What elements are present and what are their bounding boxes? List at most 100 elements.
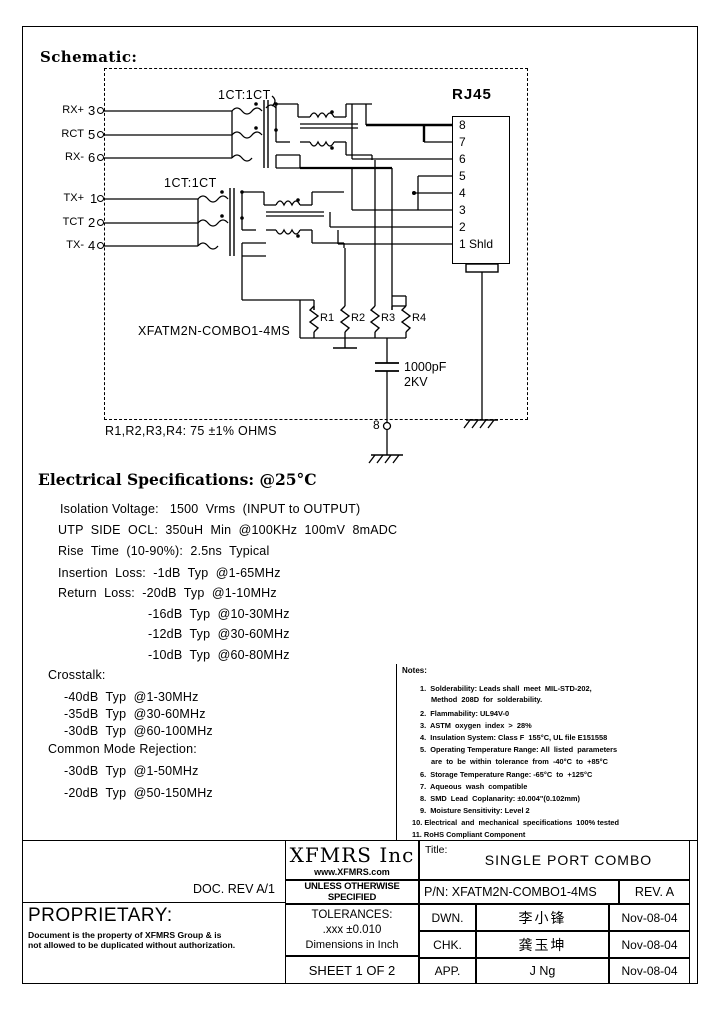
note-item-11: 11. RoHS Compliant Component	[412, 830, 526, 839]
pin-num-rct: 5	[88, 127, 96, 142]
chk-date-cell: Nov-08-04	[609, 931, 690, 958]
chk-date-value: Nov-08-04	[621, 937, 678, 952]
notes-title: Notes:	[402, 666, 427, 675]
note-item-2: 2. Flammability: UL94V-0	[420, 709, 510, 718]
spec-line-isolation: Isolation Voltage: 1500 Vrms (INPUT to O…	[60, 502, 361, 516]
spec-line-risetime: Rise Time (10-90%): 2.5ns Typical	[58, 544, 270, 558]
dwn-role-label: DWN.	[431, 910, 464, 925]
note-item-3: 3. ASTM oxygen index > 28%	[420, 721, 532, 730]
rj45-pin-1-shield: 1 Shld	[459, 237, 494, 251]
note-item-1b: Method 208D for solderability.	[431, 695, 543, 704]
electrical-spec-heading: Electrical Specifications: @25°C	[38, 470, 317, 489]
resistor-label-r4: R4	[412, 312, 427, 324]
note-item-9: 9. Moisture Sensitivity: Level 2	[420, 806, 530, 815]
resistor-label-r3: R3	[381, 312, 396, 324]
pin-terminal-rxp	[97, 107, 104, 114]
crosstalk-line-3: -30dB Typ @60-100MHz	[64, 724, 213, 738]
dwn-name-value: 李小锋	[518, 910, 567, 927]
note-item-4: 4. Insulation System: Class F 155°C, UL …	[420, 733, 608, 742]
note-item-6: 6. Storage Temperature Range: -65°C to +…	[420, 770, 593, 779]
pin-num-tct: 2	[88, 215, 96, 230]
rj45-pin-6: 6	[459, 152, 466, 166]
revision-label: REV. A	[634, 885, 675, 899]
chk-name-value: 龚玉坤	[518, 937, 567, 954]
pin-num-rxm: 6	[88, 150, 96, 165]
drawing-title-cell: Title: SINGLE PORT COMBO	[419, 840, 690, 880]
pin-terminal-rxm	[97, 154, 104, 161]
proprietary-line-1: Document is the property of XFMRS Group …	[28, 930, 222, 940]
cmr-line-2: -20dB Typ @50-150MHz	[64, 786, 213, 800]
note-item-10: 10. Electrical and mechanical specificat…	[412, 818, 620, 827]
revision-cell: REV. A	[619, 880, 690, 904]
pin-num-txm: 4	[88, 238, 96, 253]
notes-divider	[396, 664, 398, 840]
doc-rev-label: DOC. REV A/1	[193, 882, 275, 896]
spec-line-return-loss-3: -12dB Typ @30-60MHz	[148, 627, 290, 641]
rj45-pin-7: 7	[459, 135, 466, 149]
rj45-pin-4: 4	[459, 186, 466, 200]
transformer-ratio-bottom: 1CT:1CT	[164, 176, 217, 190]
note-item-7: 7. Aqueous wash compatible	[420, 782, 528, 791]
pin-num-txp: 1	[90, 191, 98, 206]
unless-specified-cell: UNLESS OTHERWISE SPECIFIED	[285, 880, 419, 904]
proprietary-top-rule	[22, 902, 285, 904]
app-date-cell: Nov-08-04	[609, 958, 690, 984]
chk-role-label: CHK.	[433, 937, 462, 952]
tolerances-cell: TOLERANCES: .xxx ±0.010 Dimensions in In…	[285, 904, 419, 956]
crosstalk-line-1: -40dB Typ @1-30MHz	[64, 690, 199, 704]
title-label: Title:	[425, 844, 448, 856]
proprietary-title: PROPRIETARY:	[28, 905, 173, 926]
title-value: SINGLE PORT COMBO	[484, 852, 653, 868]
rj45-pin-3: 3	[459, 203, 466, 217]
app-name-value: J Ng	[529, 964, 556, 978]
dwn-date-cell: Nov-08-04	[609, 904, 690, 931]
sheet-label: SHEET 1 OF 2	[308, 962, 396, 978]
doc-rev-cell: DOC. REV A/1	[22, 840, 285, 902]
transformer-ratio-top: 1CT:1CT	[218, 88, 271, 102]
pin-terminal-txp	[97, 195, 104, 202]
sheet-cell: SHEET 1 OF 2	[285, 956, 419, 984]
pin-terminal-rct	[97, 131, 104, 138]
resistor-value-note: R1,R2,R3,R4: 75 ±1% OHMS	[105, 424, 277, 438]
part-number-label: P/N: XFATM2N-COMBO1-4MS	[424, 885, 597, 899]
pin-terminal-tct	[97, 219, 104, 226]
chk-name-cell: 龚玉坤	[476, 931, 609, 958]
spec-line-return-loss: Return Loss: -20dB Typ @1-10MHz	[58, 586, 277, 600]
rj45-pin-8: 8	[459, 118, 466, 132]
schematic-heading: Schematic:	[40, 48, 138, 66]
pin-name-rct: RCT	[61, 128, 84, 140]
pin-name-tct: TCT	[62, 216, 84, 228]
tolerances-label: TOLERANCES:	[311, 908, 393, 921]
rj45-title: RJ45	[452, 86, 492, 103]
module-boundary	[104, 68, 528, 420]
note-item-1: 1. Solderability: Leads shall meet MIL-S…	[420, 684, 592, 693]
company-name: XFMRS Inc	[289, 843, 415, 867]
rj45-connector	[452, 116, 510, 264]
app-role-label: APP.	[434, 964, 461, 978]
rj45-pin-2: 2	[459, 220, 466, 234]
cmr-line-1: -30dB Typ @1-50MHz	[64, 764, 199, 778]
spec-line-return-loss-4: -10dB Typ @60-80MHz	[148, 648, 290, 662]
pin-name-txm: TX-	[66, 239, 84, 251]
app-date-value: Nov-08-04	[621, 964, 678, 978]
crosstalk-line-2: -35dB Typ @30-60MHz	[64, 707, 206, 721]
dwn-name-cell: 李小锋	[476, 904, 609, 931]
pin-terminal-txm	[97, 242, 104, 249]
spec-line-insertion-loss: Insertion Loss: -1dB Typ @1-65MHz	[58, 566, 281, 580]
part-number-cell: P/N: XFATM2N-COMBO1-4MS	[419, 880, 619, 904]
capacitor-value: 1000pF	[404, 360, 447, 374]
pin-name-rxm: RX-	[65, 151, 84, 163]
company-website: www.XFMRS.com	[314, 867, 390, 877]
capacitor-rating: 2KV	[404, 375, 428, 389]
crosstalk-heading: Crosstalk:	[48, 668, 106, 682]
note-item-8: 8. SMD Lead Coplanarity: ±0.004"(0.102mm…	[420, 794, 580, 803]
app-role-cell: APP.	[419, 958, 476, 984]
notes-panel: Notes: 1. Solderability: Leads shall mee…	[398, 664, 690, 840]
shield-pin-number: 8	[373, 418, 380, 432]
proprietary-block: PROPRIETARY: Document is the property of…	[22, 902, 285, 984]
unless-specified-label: UNLESS OTHERWISE SPECIFIED	[304, 881, 400, 903]
company-logo-cell: XFMRS Inc www.XFMRS.com	[285, 840, 419, 880]
note-item-5b: are to be within tolerance from -40°C to…	[431, 757, 608, 766]
dimensions-label: Dimensions in Inch	[305, 938, 399, 951]
